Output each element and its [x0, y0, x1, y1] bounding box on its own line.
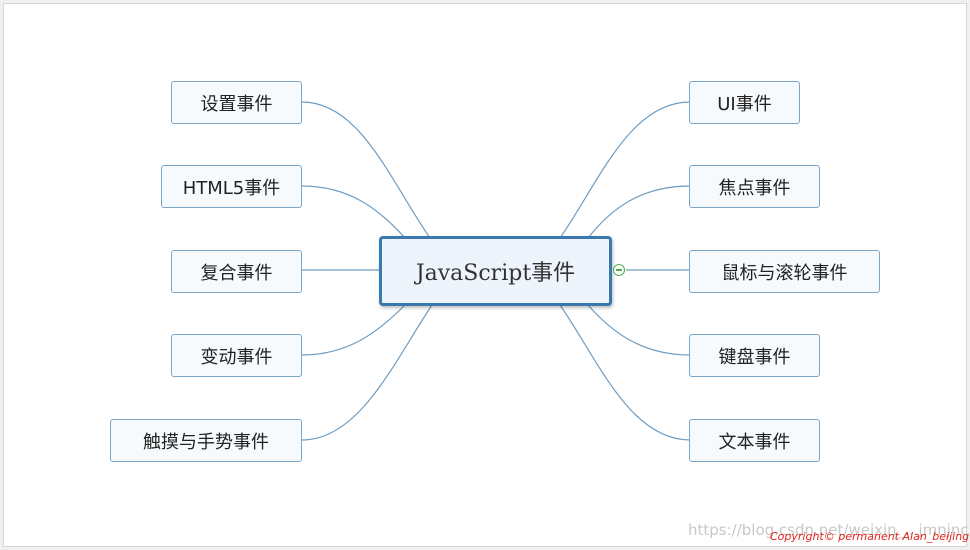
link-left-4 — [301, 304, 406, 356]
node-right-2-label: 焦点事件 — [718, 177, 791, 199]
node-right-1[interactable]: UI事件 — [689, 81, 800, 124]
link-right-2 — [587, 185, 691, 239]
node-right-1-label: UI事件 — [717, 93, 772, 115]
node-right-4[interactable]: 键盘事件 — [689, 334, 820, 377]
link-left-5 — [301, 304, 433, 441]
node-left-5[interactable]: 触摸与手势事件 — [110, 419, 302, 462]
link-left-2 — [301, 185, 406, 239]
node-left-2[interactable]: HTML5事件 — [161, 165, 302, 208]
node-right-4-label: 键盘事件 — [718, 346, 791, 368]
link-left-1 — [301, 101, 431, 239]
node-right-3-label: 鼠标与滚轮事件 — [721, 262, 848, 284]
node-right-5[interactable]: 文本事件 — [689, 419, 820, 462]
central-topic[interactable]: JavaScript事件 — [379, 236, 612, 306]
node-left-3-label: 复合事件 — [200, 262, 273, 284]
node-right-2[interactable]: 焦点事件 — [689, 165, 820, 208]
node-left-4[interactable]: 变动事件 — [171, 334, 302, 377]
node-left-1-label: 设置事件 — [200, 93, 273, 115]
link-right-1 — [559, 101, 691, 239]
node-right-3[interactable]: 鼠标与滚轮事件 — [689, 250, 880, 293]
watermark: https://blog.csdn.net/weixin_...jmnjnc — [688, 521, 969, 539]
copyright-text: Copyright© permanent Alan_beijing — [770, 530, 970, 543]
node-left-4-label: 变动事件 — [200, 346, 273, 368]
node-left-1[interactable]: 设置事件 — [171, 81, 302, 124]
node-left-2-label: HTML5事件 — [182, 177, 281, 199]
node-left-5-label: 触摸与手势事件 — [143, 431, 269, 453]
link-right-4 — [587, 304, 691, 356]
link-right-5 — [559, 304, 691, 441]
collapse-toggle-icon[interactable] — [613, 264, 625, 276]
node-right-5-label: 文本事件 — [718, 431, 791, 453]
central-topic-label: JavaScript事件 — [415, 261, 576, 286]
node-left-3[interactable]: 复合事件 — [171, 250, 302, 293]
